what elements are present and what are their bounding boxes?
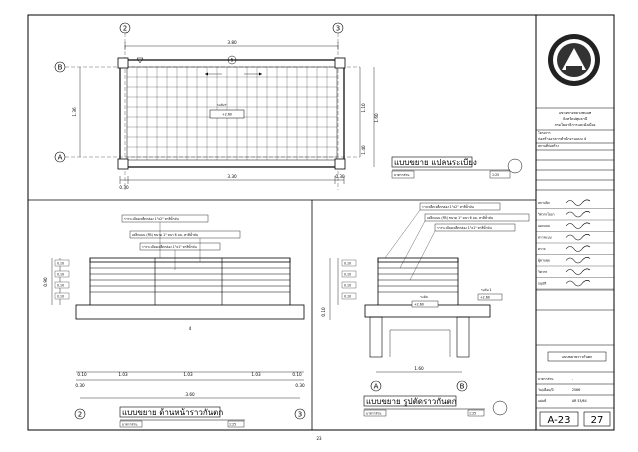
title-block: แขวงทางหลวงชนบท จังหวัดปทุมธานี กรมโยธาธ… <box>536 34 614 427</box>
signature-icon <box>565 199 591 206</box>
plan-level-value: +2.60 <box>222 113 232 117</box>
section-scale-label: มาตราส่วน <box>366 412 382 416</box>
tb-row-label: ผู้ควบคุม <box>538 259 550 264</box>
front-dim-bottom-right: 0.30 <box>295 383 305 388</box>
tb-date-value: 2566 <box>572 388 580 392</box>
section-scale: 1:25 <box>469 412 476 416</box>
tb-project-label: โครงการ <box>538 130 551 135</box>
plan-scale-label: มาตราส่วน <box>394 173 410 177</box>
plan-title: แบบขยาย แปลนระเบียง <box>394 158 477 167</box>
front-left-total: 0.90 <box>43 277 48 287</box>
tb-signature-rows: สถาปนิกวิศวกรโยธาออกแบบตรวจแบบตรวจผู้ควบ… <box>536 199 614 290</box>
section-title: แบบขยาย รูปตัดราวกันตก <box>366 397 457 407</box>
signature-icon <box>565 268 591 275</box>
signature-icon <box>565 257 591 264</box>
section-left-dim-4: 0.10 <box>344 295 351 299</box>
plan-floor-tiles <box>127 67 337 160</box>
front-note-2: เหล็กแบน (FB) ขนาด 1" หนา 6 มม. ทาสีน้ำม… <box>132 231 199 237</box>
section-left-dim-2: 0.10 <box>344 273 351 277</box>
page-number: 23 <box>316 436 322 441</box>
section-note-2: เหล็กแบน (FB) ขนาด 1" หนา 6 มม. ทาสีน้ำม… <box>427 214 494 220</box>
tb-dwg-value: AR 53/64 <box>572 399 587 403</box>
section-view: ราวเหล็กเหล็กกล่อง 1"x2" ทาสีน้ำมัน เหล็… <box>321 202 530 417</box>
plan-grid-b: B <box>58 64 63 72</box>
tb-org-3: กรมโยธาธิการและผังเมือง <box>555 122 596 127</box>
section-grid-right: B <box>460 383 465 391</box>
front-dim-3: 1.03 <box>183 372 193 377</box>
front-dim-4: 1.03 <box>251 372 261 377</box>
front-scale: 1:25 <box>229 423 236 427</box>
front-elevation-view: ราวระเบียงเหล็กกล่อง 1"x2" ทาสีน้ำมัน เห… <box>43 214 306 428</box>
tb-row-label: ตรวจ <box>538 247 546 251</box>
front-left-dim-4: 0.10 <box>57 295 64 299</box>
signature-icon <box>565 245 591 252</box>
section-callout-value: +2.60 <box>480 296 490 300</box>
section-note-1: ราวเหล็กเหล็กกล่อง 1"x2" ทาสีน้ำมัน <box>422 203 475 209</box>
tb-org-2: จังหวัดปทุมธานี <box>563 116 588 122</box>
front-dim-total: 3.60 <box>185 392 195 397</box>
front-dim-5: 0.10 <box>292 372 302 377</box>
plan-grid-2: 2 <box>123 25 127 33</box>
section-grid-left: A <box>374 383 379 391</box>
section-level-value: +2.60 <box>414 303 424 307</box>
plan-dim-bottom: 3.30 <box>227 174 237 179</box>
tb-scale-value: - <box>572 377 573 381</box>
sheet-border <box>27 14 615 431</box>
front-grid-left: 2 <box>78 411 82 419</box>
tb-scale-label: มาตราส่วน <box>538 377 554 381</box>
plan-dim-bottom-right: 0.30 <box>335 174 345 179</box>
section-left-dim-3: 0.10 <box>344 284 351 288</box>
tb-project: ก่อสร้างอาคารสำนักงานแบบ 4 <box>538 136 587 141</box>
tb-date-label: วัน/เดือน/ปี <box>538 387 554 392</box>
plan-scale: 1:25 <box>492 173 499 177</box>
signature-icon <box>565 222 591 229</box>
tb-sheet-no: 27 <box>591 415 604 426</box>
signature-icon <box>565 234 591 241</box>
signature-icon <box>565 211 591 218</box>
plan-dim-bottom-left: 0.30 <box>119 185 129 190</box>
plan-dim-right-1: 1.10 <box>361 103 366 113</box>
plan-detail-mark: 5 <box>231 58 234 63</box>
front-left-dim-2: 0.10 <box>57 273 64 277</box>
tb-sheet-title: แบบขยายราวกันตก <box>562 355 593 359</box>
front-dim-2: 1.03 <box>118 372 128 377</box>
plan-dim-right-2: 1.60 <box>374 113 379 123</box>
section-level-label: ระดับ <box>420 295 428 299</box>
plan-grid-a: A <box>58 154 63 162</box>
tb-row-label: อนุมัติ <box>538 282 546 287</box>
front-note-1: ราวระเบียงเหล็กกล่อง 1"x2" ทาสีน้ำมัน <box>124 215 179 221</box>
front-dim-bottom-left: 0.30 <box>75 383 85 388</box>
tb-location-label: สถานที่ก่อสร้าง <box>538 143 559 148</box>
plan-level-label: ระดับ+ <box>217 103 228 107</box>
tb-row-label: ตรวจแบบ <box>538 236 552 240</box>
front-scale-label: มาตราส่วน <box>122 423 138 427</box>
front-left-dim-3: 0.10 <box>57 284 64 288</box>
section-dim-bottom: 1.60 <box>414 366 424 371</box>
section-left-dim-1: 0.10 <box>344 262 351 266</box>
front-note-3: ราวระเบียงเหล็กกล่อง 1"x1" ทาสีน้ำมัน <box>142 243 197 249</box>
plan-view: 2 3 B A 3.80 5 <box>54 22 523 190</box>
section-left-total: 0.10 <box>321 307 326 317</box>
tb-row-label: สถาปนิก <box>538 201 550 205</box>
signature-icon <box>565 280 591 287</box>
tb-org-1: แขวงทางหลวงชนบท <box>559 111 592 115</box>
tb-sheet-code: A-23 <box>548 415 571 426</box>
level-triangle-icon <box>136 57 144 64</box>
tb-dwg-label: แผ่นที่ <box>538 398 546 403</box>
front-left-dim-1: 0.10 <box>57 262 64 266</box>
front-title: แบบขยาย ด้านหน้าราวกันตก <box>122 408 223 417</box>
front-grid-right: 3 <box>298 411 302 419</box>
front-dim-1: 0.10 <box>77 372 87 377</box>
plan-dim-top: 3.80 <box>227 40 237 45</box>
plan-grid-3: 3 <box>336 25 340 33</box>
tb-row-label: วิศวกร <box>538 270 548 274</box>
tb-row-label: วิศวกรโยธา <box>538 212 555 217</box>
section-callout-label: ระดับ 1 <box>481 288 492 292</box>
tb-row-label: ออกแบบ <box>538 224 550 228</box>
plan-dim-left: 1.36 <box>72 107 77 117</box>
section-note-3: ราวระเบียงเหล็กกล่อง 1"x1" ทาสีน้ำมัน <box>437 224 492 230</box>
plan-dim-right-3: 1.40 <box>361 145 366 155</box>
front-center-mark: 4 <box>189 326 192 331</box>
